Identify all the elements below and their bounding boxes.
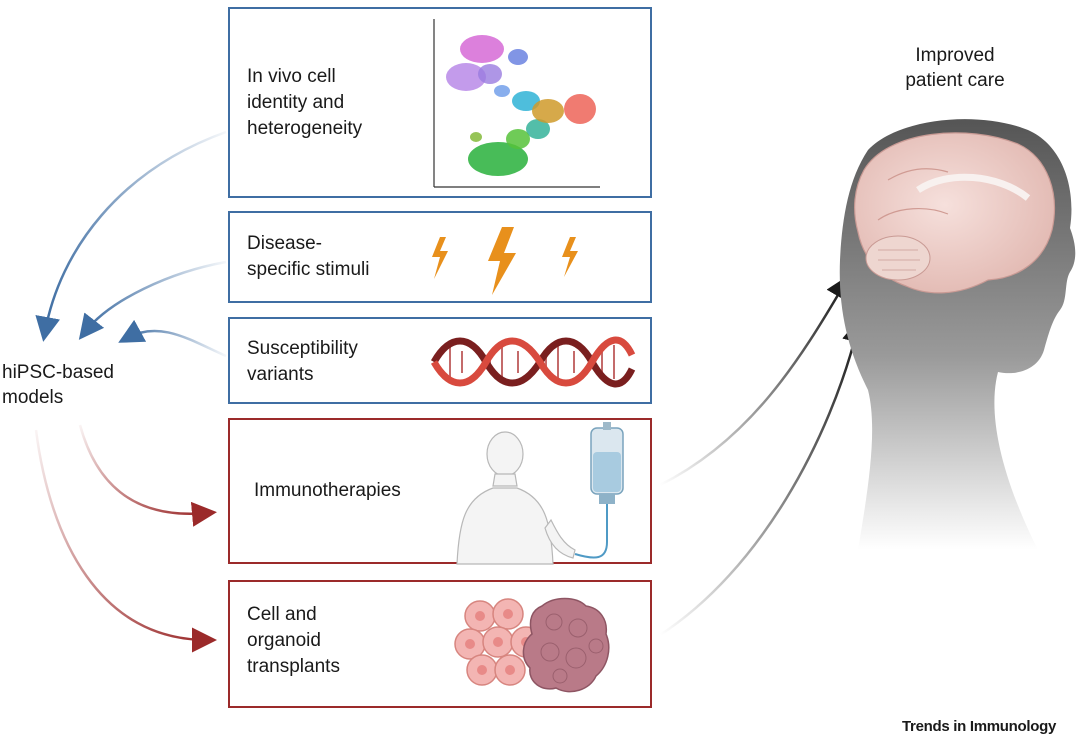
panel-disease-stimuli-text: Disease- specific stimuli bbox=[247, 233, 370, 280]
dna-helix-icon bbox=[430, 336, 636, 388]
improved-care-label: Improved patient care bbox=[905, 45, 1005, 91]
arrow-variants-to-models bbox=[118, 319, 227, 358]
panel-immunotherapies: Immunotherapies bbox=[228, 418, 652, 565]
human-head-brain-icon bbox=[839, 119, 1076, 551]
cell-cluster-organoid-icon bbox=[454, 597, 610, 693]
arrow-transplants-to-care bbox=[659, 317, 867, 637]
lightning-bolt-icon bbox=[432, 227, 578, 295]
panel-transplants-text: Cell and organoid transplants bbox=[247, 604, 340, 677]
arrow-models-to-immuno bbox=[78, 424, 217, 527]
arrow-stimuli-to-models bbox=[78, 260, 227, 340]
arrow-immuno-to-care bbox=[659, 274, 851, 487]
panel-cell-identity: In vivo cell identity and heterogeneity bbox=[228, 7, 652, 198]
arrow-identity-to-models bbox=[35, 130, 227, 342]
panel-immunotherapies-text: Immunotherapies bbox=[254, 480, 401, 501]
panel-cell-identity-text: In vivo cell identity and heterogeneity bbox=[247, 66, 363, 139]
iv-drip-body-icon bbox=[456, 422, 624, 565]
umap-cluster-plot bbox=[433, 19, 600, 188]
arrow-models-to-transplants bbox=[34, 429, 217, 653]
journal-name: Trends in Immunology bbox=[902, 718, 1057, 735]
panel-transplants: Cell and organoid transplants bbox=[228, 580, 652, 708]
panel-disease-stimuli: Disease- specific stimuli bbox=[228, 211, 652, 303]
hipsc-models-label: hiPSC-based models bbox=[2, 362, 114, 408]
panel-susceptibility-variants: Susceptibility variants bbox=[228, 317, 652, 404]
panel-susceptibility-variants-text: Susceptibility variants bbox=[247, 338, 358, 385]
